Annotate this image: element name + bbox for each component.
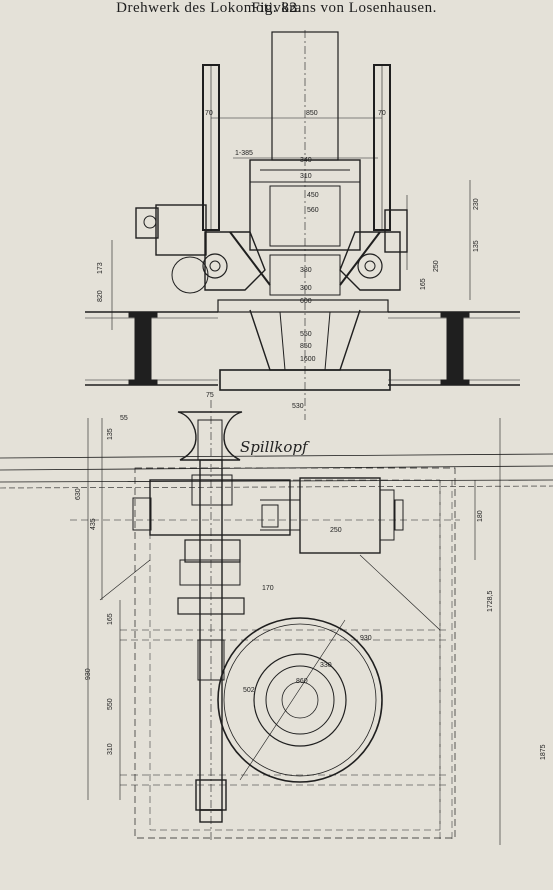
svg-text:930: 930 [360,635,372,642]
figure-83-title: Fig. 83. [251,0,302,16]
svg-text:850: 850 [300,343,312,350]
svg-text:135: 135 [107,428,114,440]
svg-text:930: 930 [85,668,92,680]
svg-text:135: 135 [473,240,480,252]
svg-text:250: 250 [433,260,440,272]
svg-text:530: 530 [292,403,304,410]
svg-text:860: 860 [296,678,308,685]
svg-text:380: 380 [300,267,312,274]
svg-text:165: 165 [107,613,114,625]
svg-text:300: 300 [300,285,312,292]
svg-text:75: 75 [206,392,214,399]
svg-text:330: 330 [320,662,332,669]
figure-82-title: Fig. 82. [251,0,302,16]
svg-text:230: 230 [473,198,480,210]
svg-text:560: 560 [307,207,319,214]
svg-text:310: 310 [107,743,114,755]
spillkopf-label: Spillkopf [240,438,310,456]
svg-text:550: 550 [300,331,312,338]
svg-text:435: 435 [90,518,97,530]
svg-text:502: 502 [243,687,255,694]
dim-label: 70 [378,110,386,117]
svg-text:1875: 1875 [540,744,547,760]
dim-label: 70 [205,110,213,117]
svg-text:600: 600 [300,298,312,305]
svg-text:1-385: 1-385 [235,150,253,157]
fig82-drawing: 850 70 70 340 310 1-385 450 560 [85,30,520,420]
svg-text:630: 630 [75,488,82,500]
svg-text:310: 310 [300,173,312,180]
svg-text:340: 340 [300,157,312,164]
svg-text:820: 820 [97,290,104,302]
svg-text:1728,5: 1728,5 [487,590,494,612]
svg-text:170: 170 [262,585,274,592]
svg-text:1600: 1600 [300,356,316,363]
technical-drawing: 850 70 70 340 310 1-385 450 560 [0,30,553,845]
svg-text:173: 173 [97,262,104,274]
svg-text:450: 450 [307,192,319,199]
svg-text:55: 55 [120,415,128,422]
svg-text:550: 550 [107,698,114,710]
svg-text:180: 180 [477,510,484,522]
svg-text:165: 165 [420,278,427,290]
fig83-drawing: 630 435 135 165 930 550 310 1728,5 1875 … [0,392,553,845]
dim-label: 850 [306,110,318,117]
svg-text:250: 250 [330,527,342,534]
figure-caption: Drehwerk des Lokomotivkrans von Losenhau… [116,0,437,16]
